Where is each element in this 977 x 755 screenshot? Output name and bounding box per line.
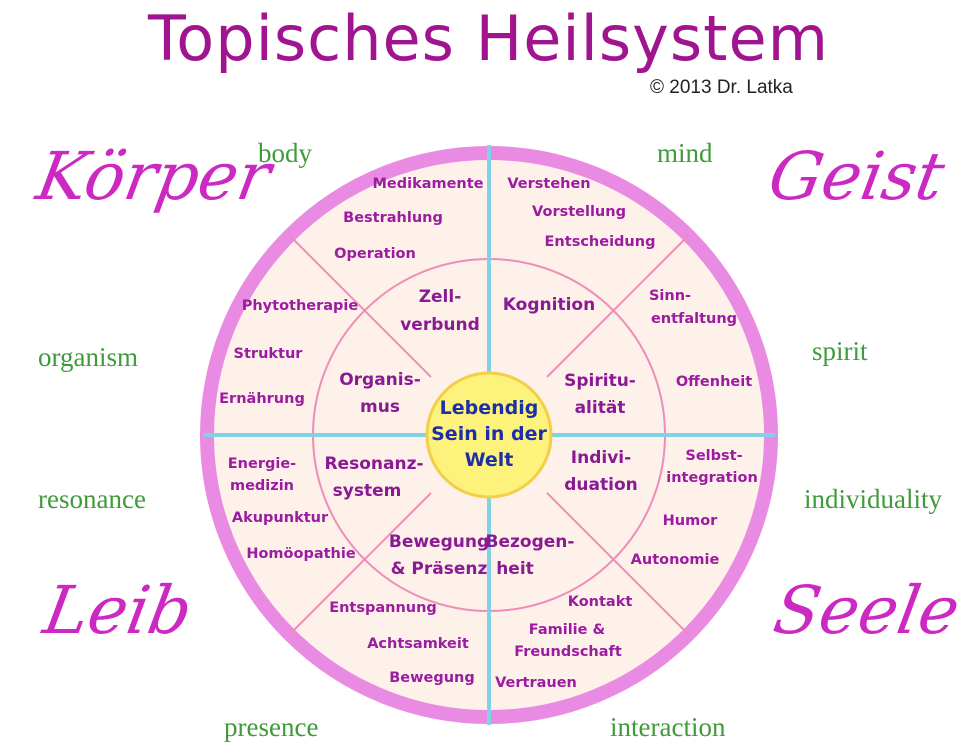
sector-divider-nw — [288, 234, 432, 378]
sector-divider-se — [546, 492, 690, 636]
inner-zellverbund-line-1: Zell- — [419, 287, 462, 307]
english-label-resonance: resonance — [38, 484, 146, 514]
outer-item-operation: Operation — [334, 246, 416, 262]
inner-organismus-line-1: Organis- — [339, 370, 421, 390]
english-label-spirit: spirit — [812, 336, 868, 366]
inner-resonanzsystem-line-2: system — [333, 481, 402, 501]
outer-item-homoeopathie: Homöopathie — [246, 546, 356, 562]
outer-item-bewegung: Bewegung — [389, 670, 475, 686]
inner-bezogenheit-line-1: Bezogen- — [486, 532, 575, 552]
outer-item-selbstintegration-line-2: integration — [666, 470, 758, 486]
inner-bezogenheit-line-2: heit — [496, 559, 534, 579]
outer-item-familie-line-1: Familie & — [529, 622, 606, 638]
outer-item-familie-line-2: Freundschaft — [514, 644, 622, 660]
center-circle — [425, 371, 553, 499]
inner-organismus-line-2: mus — [360, 397, 400, 417]
outer-item-selbstintegration-line-1: Selbst- — [685, 448, 742, 464]
english-label-body: body — [258, 138, 312, 168]
outer-item-energiemedizin-line-1: Energie- — [228, 456, 296, 472]
outer-item-akupunktur: Akupunktur — [232, 510, 329, 526]
english-label-individuality: individuality — [804, 484, 942, 514]
outer-item-vorstellung: Vorstellung — [532, 204, 626, 220]
outer-item-entscheidung: Entscheidung — [545, 234, 656, 250]
inner-resonanzsystem-line-1: Resonanz- — [324, 454, 423, 474]
english-label-mind: mind — [657, 138, 713, 168]
inner-individuation-line-1: Indivi- — [571, 448, 631, 468]
center-line-2: Sein in der — [431, 423, 547, 445]
outer-item-entspannung: Entspannung — [329, 600, 437, 616]
english-label-presence: presence — [224, 712, 319, 742]
copyright-notice: © 2013 Dr. Latka — [650, 77, 793, 98]
inner-spiritualitaet-line-1: Spiritu- — [564, 371, 636, 391]
inner-bewegung-praesenz-line-2: & Präsenz — [391, 559, 488, 579]
english-label-interaction: interaction — [610, 712, 726, 742]
inner-kognition: Kognition — [503, 295, 595, 315]
inner-spiritualitaet-line-2: alität — [575, 398, 626, 418]
outer-item-medikamente: Medikamente — [372, 176, 483, 192]
inner-zellverbund-line-2: verbund — [400, 315, 480, 335]
inner-individuation-line-2: duation — [564, 475, 637, 495]
outer-item-autonomie: Autonomie — [631, 552, 720, 568]
outer-item-struktur: Struktur — [234, 346, 304, 362]
outer-item-bestrahlung: Bestrahlung — [343, 210, 443, 226]
outer-item-phytotherapie: Phytotherapie — [242, 298, 359, 314]
outer-item-ernaehrung: Ernährung — [219, 391, 305, 407]
outer-item-energiemedizin-line-2: medizin — [230, 478, 294, 494]
center-line-1: Lebendig — [440, 397, 539, 419]
center-line-3: Welt — [465, 449, 514, 471]
outer-item-verstehen: Verstehen — [507, 176, 590, 192]
outer-item-achtsamkeit: Achtsamkeit — [367, 636, 469, 652]
sector-divider-ne — [546, 234, 690, 378]
sector-divider-sw — [288, 492, 432, 636]
outer-item-sinnentfaltung-line-1: Sinn- — [649, 288, 691, 304]
outer-item-humor: Humor — [663, 513, 719, 529]
page-title: Topisches Heilsystem — [147, 2, 830, 75]
inner-bewegung-praesenz-line-1: Bewegung — [389, 532, 489, 552]
outer-item-vertrauen: Vertrauen — [495, 675, 577, 691]
outer-item-sinnentfaltung-line-2: entfaltung — [651, 311, 737, 327]
outer-item-offenheit: Offenheit — [676, 374, 752, 390]
english-label-organism: organism — [38, 342, 138, 372]
outer-item-kontakt: Kontakt — [568, 594, 633, 610]
